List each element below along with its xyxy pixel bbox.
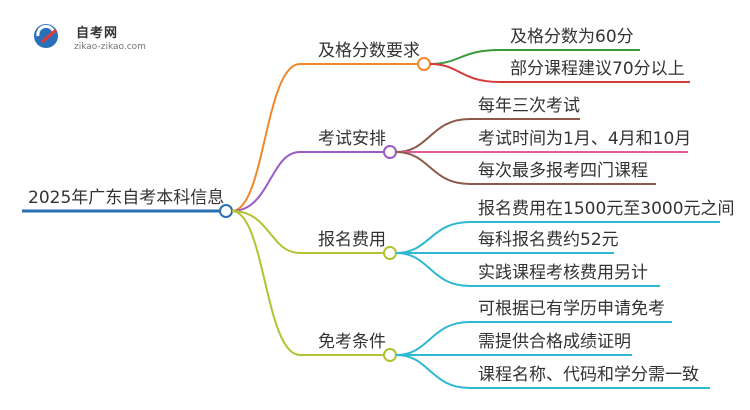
leaf-2-1-connector: [395, 118, 580, 153]
branch-1-label: 及格分数要求: [318, 41, 420, 61]
leaf-4-3-label: 课程名称、代码和学分需一致: [478, 365, 699, 385]
leaf-4-1-connector: [395, 321, 672, 356]
brand-logo: 自考网 zikao-zikao.com: [18, 12, 158, 52]
leaf-1-1-connector: [429, 49, 640, 65]
leaf-2-3-label: 每次最多报考四门课程: [478, 161, 648, 181]
leaf-1-2-connector: [429, 63, 690, 83]
brand-title: 自考网: [76, 26, 119, 41]
branch-1-connector: [231, 63, 418, 212]
branch-4-connector: [231, 210, 384, 356]
branch-2-label: 考试安排: [318, 129, 386, 149]
leaf-3-2-label: 每科报名费约52元: [478, 230, 619, 250]
root-label: 2025年广东自考本科信息: [28, 188, 225, 208]
branch-3-label: 报名费用: [318, 230, 386, 250]
branch-2-connector: [231, 151, 384, 212]
leaf-4-3-connector: [395, 354, 710, 389]
leaf-3-1-label: 报名费用在1500元至3000元之间: [478, 199, 735, 219]
leaf-4-2-label: 需提供合格成绩证明: [478, 332, 631, 352]
leaf-3-3-connector: [395, 252, 660, 287]
logo-icon: [34, 24, 58, 48]
leaf-2-2-label: 考试时间为1月、4月和10月: [478, 129, 692, 149]
leaf-2-3-connector: [395, 151, 656, 185]
leaf-4-1-label: 可根据已有学历申请免考: [478, 299, 665, 319]
brand-url: zikao-zikao.com: [74, 42, 146, 52]
branch-3-connector: [231, 210, 384, 254]
leaf-3-3-label: 实践课程考核费用另计: [478, 263, 648, 283]
leaf-3-1-connector: [395, 221, 720, 254]
leaf-1-2-label: 部分课程建议70分以上: [510, 59, 685, 79]
leaf-2-1-label: 每年三次考试: [478, 96, 580, 116]
leaf-1-1-label: 及格分数为60分: [510, 27, 634, 47]
branch-4-label: 免考条件: [318, 332, 386, 352]
